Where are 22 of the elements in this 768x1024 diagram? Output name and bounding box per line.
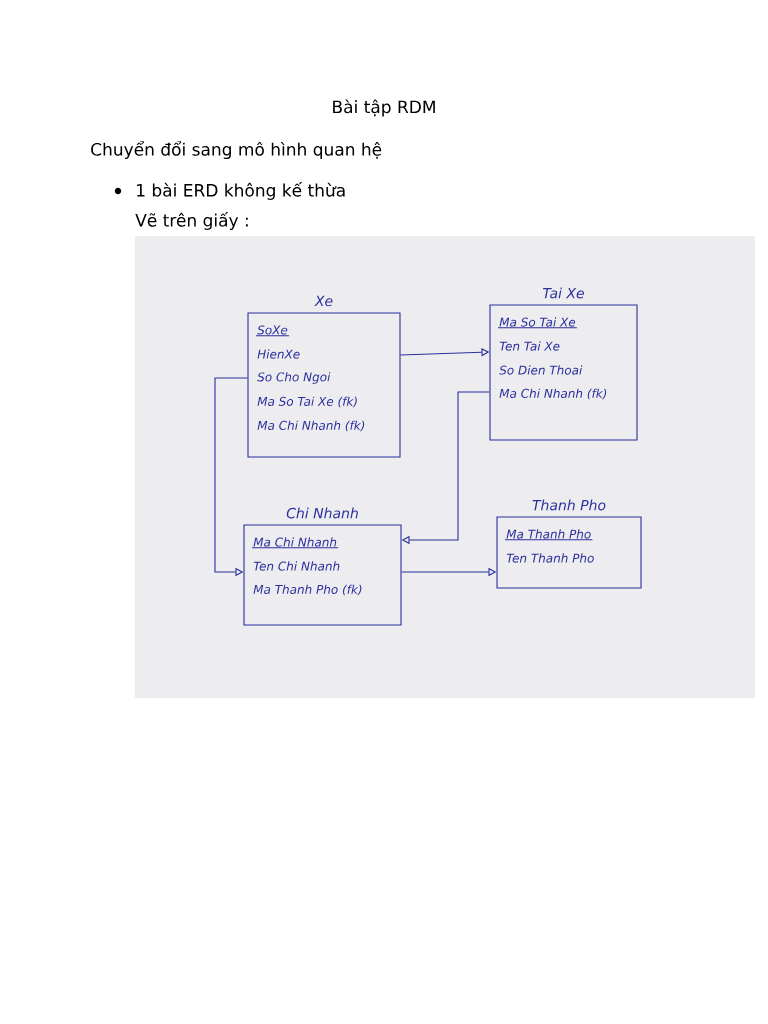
entity-name: Xe bbox=[314, 295, 333, 307]
title-text: Bài tập RDM bbox=[333, 99, 435, 117]
body-text: 1 bài ERD không kế thừa bbox=[137, 182, 345, 200]
entity-name: Chi Nhanh bbox=[286, 507, 358, 519]
attribute-text: Ma Thanh Pho (fk) bbox=[253, 584, 362, 596]
attribute-text: Ma Chi Nhanh (fk) bbox=[499, 388, 607, 400]
attribute-text: Ten Chi Nhanh bbox=[253, 561, 340, 571]
attribute-text: Ma Chi Nhanh bbox=[253, 537, 337, 547]
attribute-text: Ma So Tai Xe (fk) bbox=[257, 396, 357, 408]
body-text: Vẽ trên giấy : bbox=[135, 212, 248, 230]
attribute-text: So Cho Ngoi bbox=[257, 372, 331, 384]
attribute-text: Ten Tai Xe bbox=[499, 341, 560, 351]
attribute-text: Ma Thanh Pho bbox=[506, 529, 591, 539]
attribute-text: HienXe bbox=[257, 349, 300, 359]
attribute-text: SoXe bbox=[257, 325, 288, 335]
entity-name: Thanh Pho bbox=[532, 499, 606, 511]
body-text: Chuyển đổi sang mô hình quan hệ bbox=[91, 140, 382, 160]
entity-name: Tai Xe bbox=[543, 287, 584, 299]
attribute-text: Ten Thanh Pho bbox=[506, 553, 594, 563]
attribute-text: Ma Chi Nhanh (fk) bbox=[257, 420, 365, 432]
attribute-text: Ma So Tai Xe bbox=[499, 317, 576, 327]
attribute-text: So Dien Thoai bbox=[499, 365, 583, 375]
